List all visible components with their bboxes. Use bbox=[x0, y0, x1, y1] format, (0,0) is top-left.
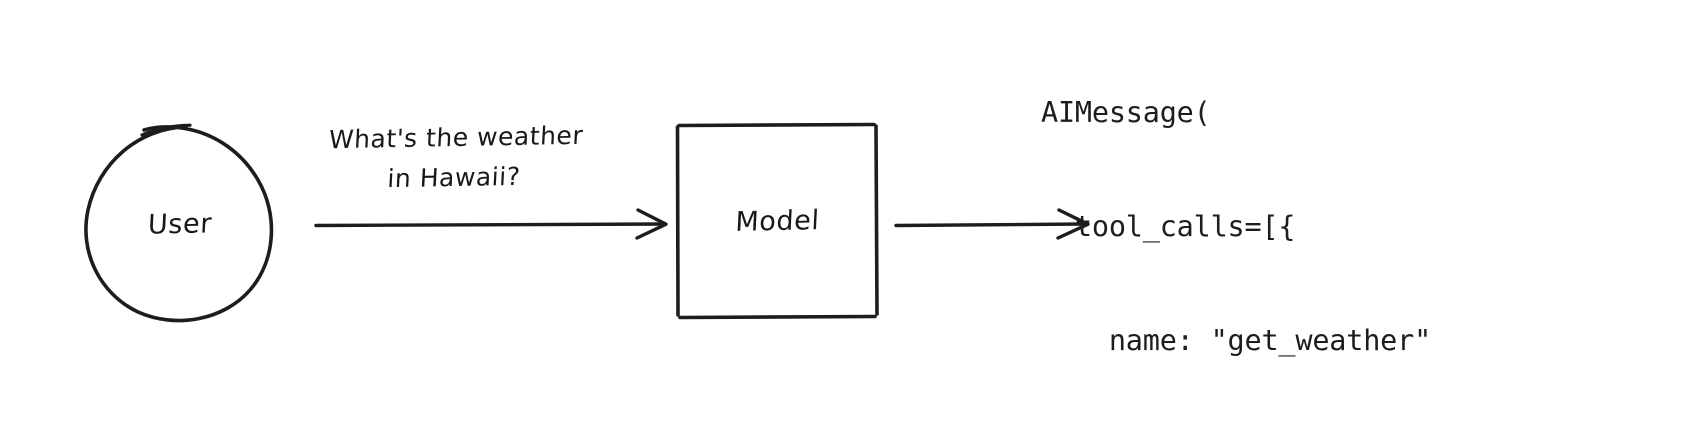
user-circle-icon bbox=[84, 123, 274, 323]
edge-label-line-1: What's the weather bbox=[328, 120, 584, 155]
edge-label-user-to-model: What's the weather in Hawaii? bbox=[293, 115, 618, 201]
ai-message-code-block: AIMessage( tool_calls=[{ name: "get_weat… bbox=[1041, 18, 1465, 432]
edge-label-line-2: in Hawaii? bbox=[386, 161, 522, 194]
node-model[interactable] bbox=[675, 122, 880, 320]
node-model-label: Model bbox=[734, 204, 821, 238]
model-rectangle-icon bbox=[675, 122, 879, 320]
code-line: name: "get_weather" bbox=[1041, 324, 1432, 357]
code-line: AIMessage( bbox=[1041, 96, 1211, 129]
node-user-label: User bbox=[147, 207, 213, 241]
node-user[interactable] bbox=[78, 122, 282, 326]
edge-user-to-model bbox=[314, 208, 668, 240]
code-line: tool_calls=[{ bbox=[1041, 210, 1296, 243]
